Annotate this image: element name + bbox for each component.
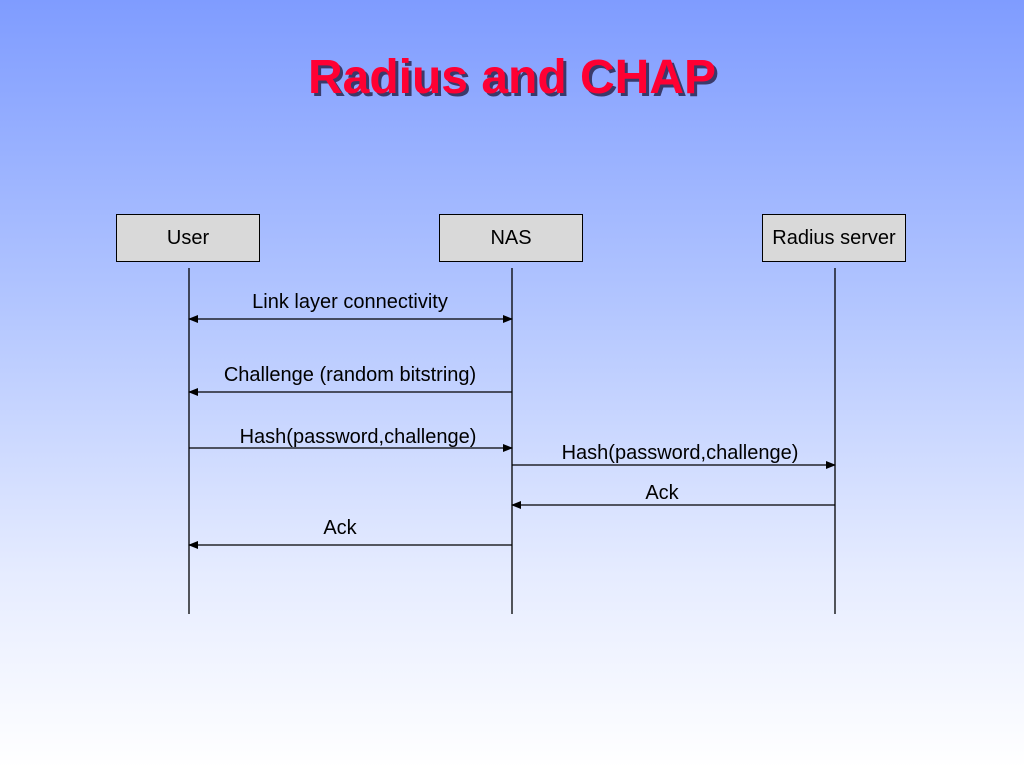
message-label-6: Ack [323, 517, 357, 539]
actor-box-nas: NAS [439, 214, 583, 262]
message-label-5: Ack [645, 482, 679, 504]
message-label-3: Hash(password,challenge) [240, 426, 477, 448]
actor-label-user: User [166, 226, 210, 249]
slide-title: Radius and CHAP [307, 51, 717, 104]
actor-label-radius-server: Radius server [772, 226, 896, 249]
message-label-4: Hash(password,challenge) [562, 442, 799, 464]
actor-box-radius-server: Radius server [762, 214, 906, 262]
actor-box-user: User [116, 214, 260, 262]
lifelines [188, 268, 836, 614]
message-label-2: Challenge (random bitstring) [224, 364, 476, 386]
actor-label-nas: NAS [490, 226, 532, 249]
message-label-1: Link layer connectivity [252, 291, 448, 313]
